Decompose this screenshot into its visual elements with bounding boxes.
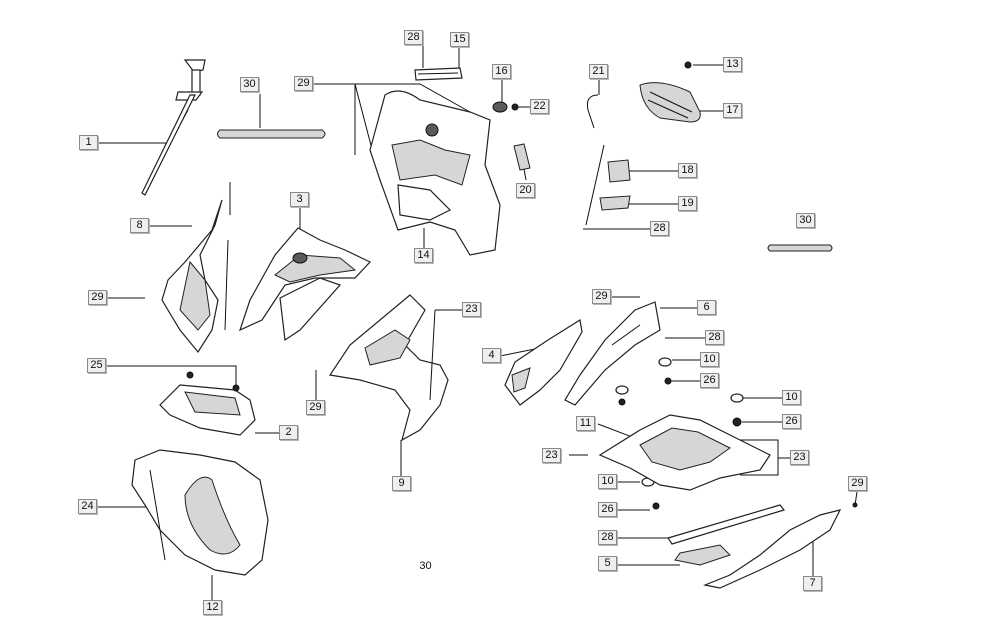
part-inner-shield [369, 90, 501, 256]
callout-label: 25 [87, 358, 106, 373]
callout-label: 29 [848, 476, 867, 491]
part-connectors [585, 144, 631, 226]
part-20 [513, 143, 531, 171]
callout-label: 9 [392, 476, 411, 491]
callout-label: 5 [598, 556, 617, 571]
callout-label: 3 [290, 192, 309, 207]
callout-label: 26 [700, 373, 719, 388]
callout-label: 23 [542, 448, 561, 463]
callout-label: 26 [782, 414, 801, 429]
callout-label: 15 [450, 32, 469, 47]
callout-label: 24 [78, 499, 97, 514]
part-side-cover-9 [328, 294, 449, 442]
callout-label: 6 [697, 300, 716, 315]
leader-lines [97, 45, 858, 600]
callout-label: 17 [723, 103, 742, 118]
callout-label: 1 [79, 135, 98, 150]
callout-label: 21 [589, 64, 608, 79]
callout-label: 19 [678, 196, 697, 211]
callout-label: 29 [294, 76, 313, 91]
callout-label: 22 [530, 99, 549, 114]
callout-label: 29 [306, 400, 325, 415]
part-bracket-15 [414, 67, 463, 81]
callout-label: 4 [482, 348, 501, 363]
callout-label: 16 [492, 64, 511, 79]
callout-label: 28 [404, 30, 423, 45]
callout-label: 23 [462, 302, 481, 317]
part-leg-shield-12 [131, 449, 269, 576]
callout-label: 12 [203, 600, 222, 615]
callout-label: 10 [782, 390, 801, 405]
part-6 [564, 301, 661, 406]
part-undercover-2 [159, 371, 256, 436]
callout-label: 23 [790, 450, 809, 465]
callout-label: 29 [88, 290, 107, 305]
part-floor-panel-11 [598, 414, 771, 491]
part-grille [639, 61, 701, 123]
callout-label: 28 [598, 530, 617, 545]
part-rod [141, 59, 206, 196]
callout-label: 30 [240, 77, 259, 92]
callout-label: 20 [516, 183, 535, 198]
callout-label: 11 [576, 416, 595, 431]
part-4 [504, 319, 583, 406]
part-strip-30 [217, 129, 833, 252]
callout-label: 26 [598, 502, 617, 517]
callout-label: 10 [598, 474, 617, 489]
part-lower-strip [667, 504, 786, 566]
callout-label: 13 [723, 57, 742, 72]
callout-label: 14 [414, 248, 433, 263]
callout-label: 28 [650, 221, 669, 236]
callout-label: 30 [796, 213, 815, 228]
part-clip-16 [492, 101, 519, 113]
callout-label: 8 [130, 218, 149, 233]
callout-label: 28 [705, 330, 724, 345]
part-fasteners [615, 357, 744, 510]
part-front-panel-3 [238, 227, 371, 342]
callout-label: 18 [678, 163, 697, 178]
part-21 [587, 94, 599, 129]
callout-label: 10 [700, 352, 719, 367]
part-7 [702, 502, 858, 589]
callout-label: 29 [592, 289, 611, 304]
part-side-panel-8 [161, 182, 231, 354]
callout-label: 2 [279, 425, 298, 440]
callout-label: 30 [419, 560, 432, 572]
callout-label: 7 [803, 576, 822, 591]
